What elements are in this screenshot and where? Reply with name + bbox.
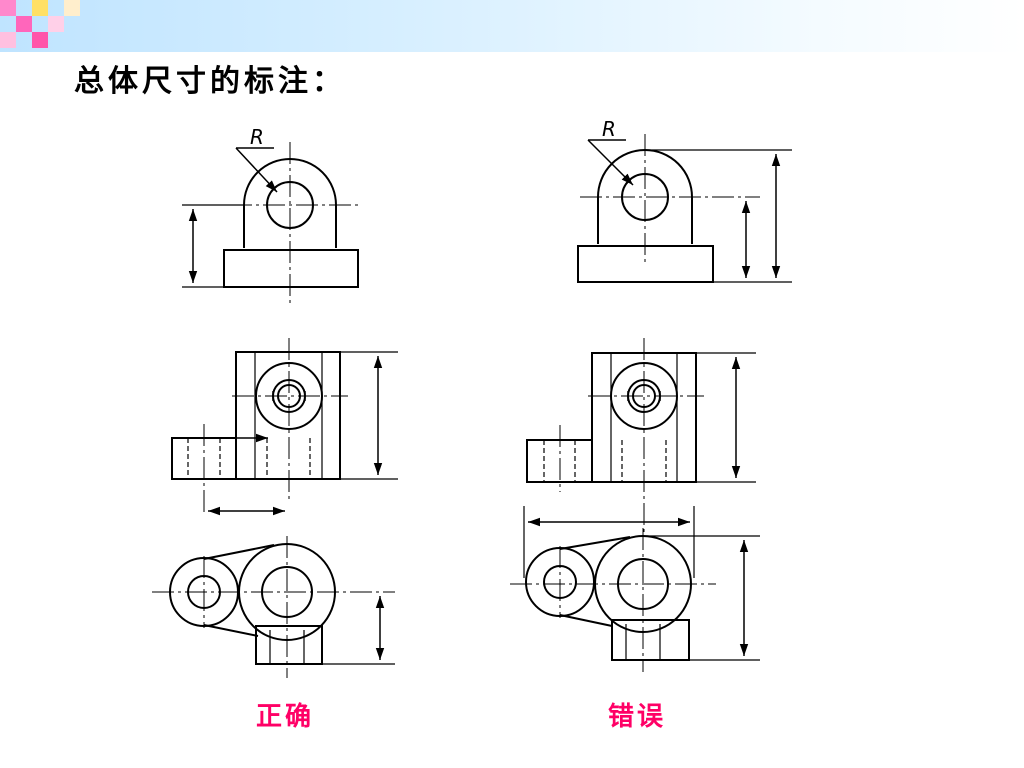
correct-caption: 正确 [256, 702, 315, 732]
slide-title: 总体尺寸的标注： [74, 64, 346, 99]
correct-radius-label: R [250, 125, 264, 149]
corner-mosaic-logo [0, 0, 80, 52]
correct-side-view [171, 338, 398, 516]
header-band [0, 0, 1024, 52]
wrong-radius-label: R [602, 117, 616, 141]
wrong-caption: 错误 [608, 702, 667, 732]
wrong-front-view: R [577, 117, 792, 283]
wrong-side-view [526, 338, 756, 535]
correct-front-view: R [182, 125, 360, 305]
wrong-top-view [510, 506, 760, 672]
correct-top-view [152, 536, 395, 678]
